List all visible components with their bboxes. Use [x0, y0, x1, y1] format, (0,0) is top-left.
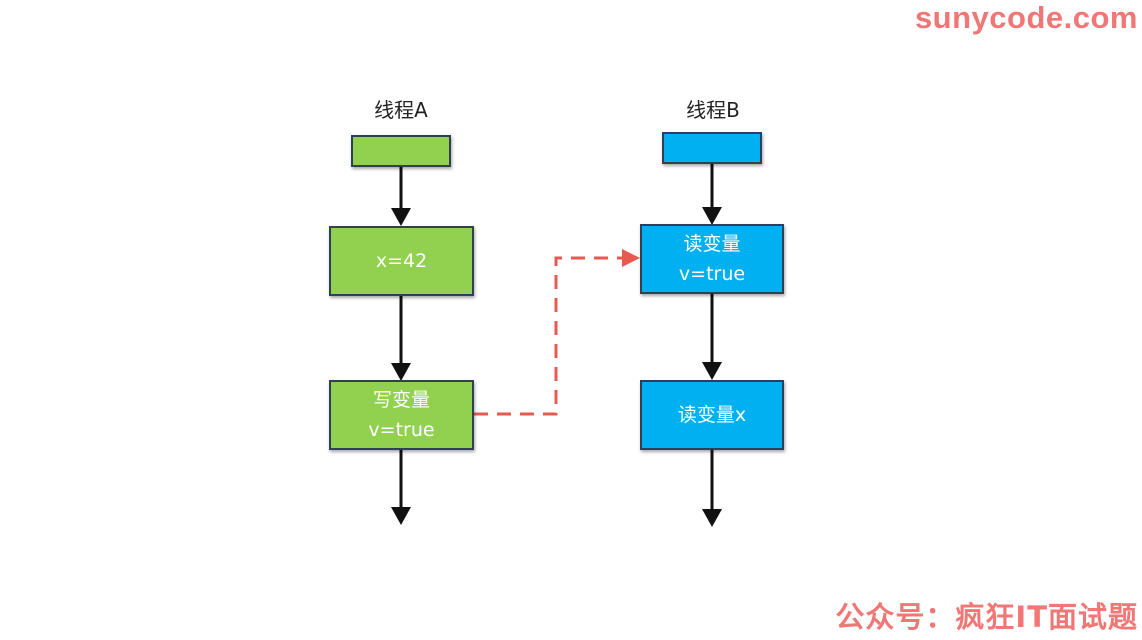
thread-a-assign-x-text: x=42	[375, 250, 428, 272]
thread-a-write-v-line2: v=true	[368, 419, 435, 441]
thread-b-start-box	[662, 132, 762, 164]
thread-a-write-v-box: 写变量 v=true	[329, 380, 474, 450]
thread-a-title: 线程A	[374, 98, 428, 122]
thread-a-assign-x-box: x=42	[329, 226, 474, 296]
thread-b-read-x-text: 读变量x	[677, 404, 747, 426]
happens-before-dashed-arrow	[474, 256, 625, 416]
happens-before-arrowhead	[622, 249, 640, 267]
thread-b-arrowhead-3	[702, 509, 722, 527]
thread-a-arrowhead-1	[391, 208, 411, 226]
account-watermark: 公众号：疯狂IT面试题	[835, 600, 1138, 634]
thread-b-arrowhead-1	[702, 207, 722, 225]
thread-a-arrowhead-3	[391, 507, 411, 525]
thread-b-arrowhead-2	[702, 362, 722, 380]
thread-a-start-box	[351, 135, 451, 167]
thread-b-read-x-box: 读变量x	[640, 380, 784, 450]
thread-a-write-v-line1: 写变量	[372, 389, 430, 411]
thread-b-read-v-line2: v=true	[678, 263, 746, 285]
thread-b-title: 线程B	[686, 98, 740, 122]
thread-a-arrowhead-2	[391, 363, 411, 381]
thread-b-read-v-box: 读变量 v=true	[640, 224, 784, 294]
thread-b-read-v-line1: 读变量	[683, 233, 741, 255]
site-watermark: sunycode.com	[914, 0, 1138, 35]
